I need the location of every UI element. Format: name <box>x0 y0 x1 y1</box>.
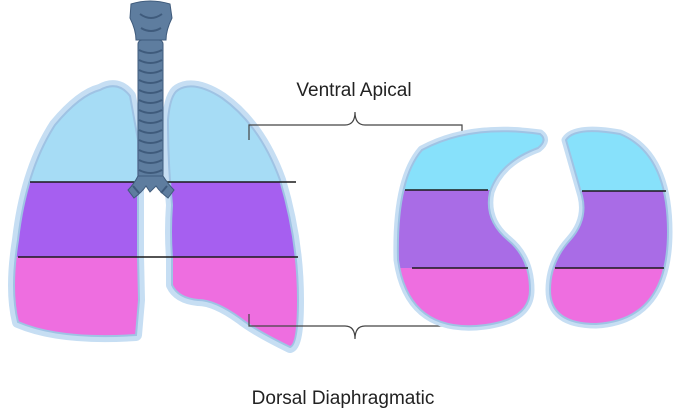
right-section <box>550 131 668 324</box>
right-section-middle-zone <box>550 191 668 268</box>
left-lung-middle-zone <box>14 182 139 257</box>
dorsal-diaphragmatic-label: Dorsal Diaphragmatic <box>252 388 435 409</box>
right-section-dorsal-zone <box>550 268 668 324</box>
left-lung-basal-zone <box>14 257 139 337</box>
bracket-top <box>248 111 463 140</box>
right-lung-basal-zone <box>168 257 298 347</box>
trachea-icon <box>127 0 175 199</box>
bracket-bottom <box>248 314 463 340</box>
ventral-apical-label: Ventral Apical <box>296 80 411 101</box>
cross-sections <box>390 120 675 338</box>
right-lung-middle-zone <box>168 182 298 257</box>
